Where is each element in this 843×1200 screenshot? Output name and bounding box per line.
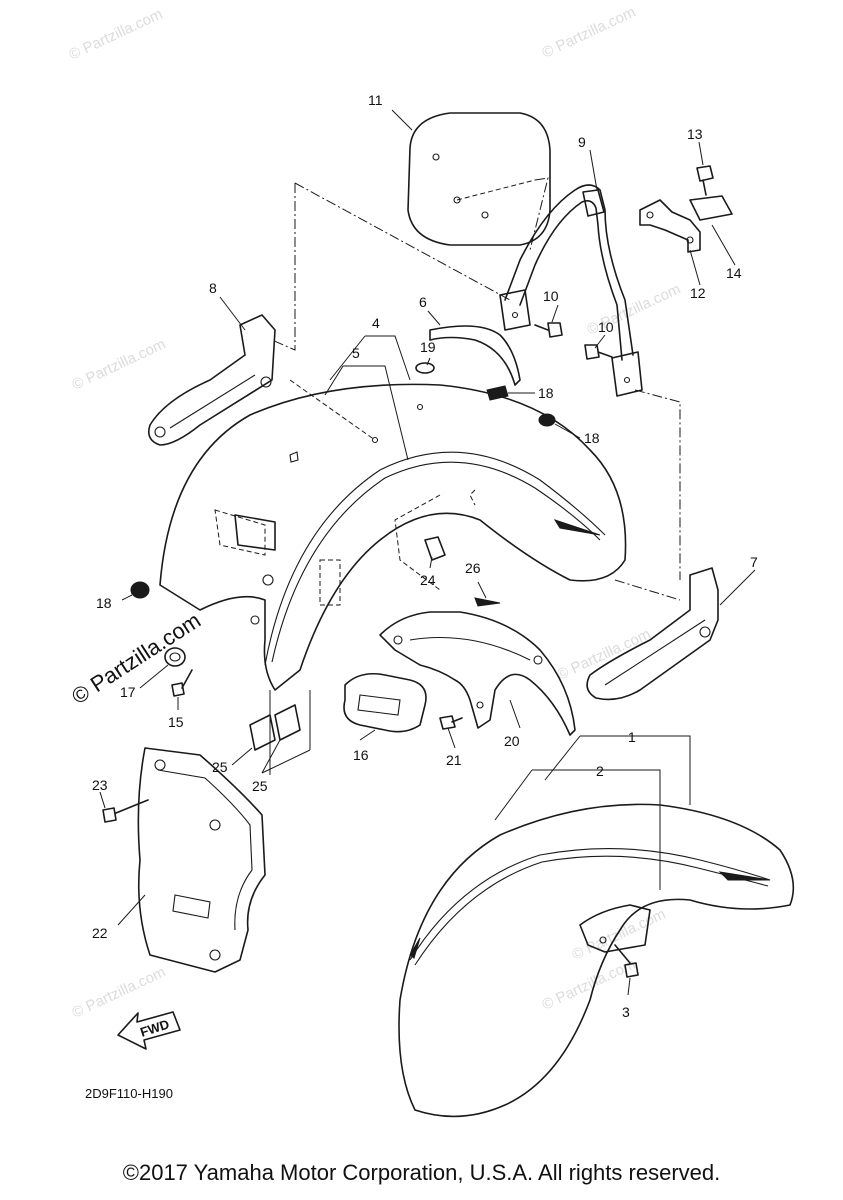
bolt bbox=[584, 344, 613, 360]
callout-18a: 18 bbox=[538, 385, 554, 401]
callout-10b: 10 bbox=[598, 319, 614, 335]
watermark: © Partzilla.com bbox=[67, 6, 166, 64]
callout-25b: 25 bbox=[252, 778, 268, 794]
callout-23: 23 bbox=[92, 777, 108, 793]
watermark: © Partzilla.com bbox=[555, 626, 654, 684]
callout-24: 24 bbox=[420, 572, 436, 588]
callout-10a: 10 bbox=[543, 288, 559, 304]
bolt bbox=[534, 322, 563, 338]
front-fender bbox=[398, 803, 795, 1118]
reference-code: 2D9F110-H190 bbox=[85, 1086, 173, 1101]
callout-19: 19 bbox=[420, 339, 436, 355]
callout-20: 20 bbox=[504, 733, 520, 749]
rear-fender bbox=[159, 379, 627, 691]
watermark: © Partzilla.com bbox=[70, 964, 169, 1022]
stripe-decal bbox=[429, 325, 521, 386]
bolt bbox=[171, 669, 193, 697]
fwd-arrow-icon: FWD bbox=[117, 1011, 181, 1050]
watermark: © Partzilla.com bbox=[540, 4, 639, 62]
callout-6: 6 bbox=[419, 294, 427, 310]
bracket bbox=[639, 199, 701, 253]
callout-18b: 18 bbox=[584, 430, 600, 446]
callout-17: 17 bbox=[120, 684, 136, 700]
mounting-lines bbox=[271, 177, 681, 601]
rubber-pad bbox=[689, 195, 733, 221]
washer bbox=[415, 362, 435, 374]
callout-13: 13 bbox=[687, 126, 703, 142]
leader-lines bbox=[99, 109, 756, 996]
plate bbox=[343, 672, 427, 733]
bolt bbox=[439, 715, 463, 730]
pad bbox=[249, 704, 301, 751]
callout-16: 16 bbox=[353, 747, 369, 763]
side-cover bbox=[137, 747, 266, 973]
callout-25a: 25 bbox=[212, 759, 228, 775]
callout-1: 1 bbox=[628, 729, 636, 745]
backrest-bar bbox=[499, 184, 643, 397]
decal bbox=[474, 597, 501, 607]
callout-26: 26 bbox=[465, 560, 481, 576]
grommet bbox=[164, 647, 186, 667]
callout-18c: 18 bbox=[96, 595, 112, 611]
watermark: © Partzilla.com bbox=[70, 336, 169, 394]
stay-left bbox=[147, 314, 276, 446]
bolt bbox=[102, 799, 149, 823]
callout-8: 8 bbox=[209, 280, 217, 296]
callouts: 1 2 3 4 5 6 7 8 9 10 10 11 12 13 14 15 1… bbox=[92, 92, 758, 1020]
grommet bbox=[130, 581, 150, 599]
callout-4: 4 bbox=[372, 315, 380, 331]
backrest-pad bbox=[407, 112, 551, 246]
callout-9: 9 bbox=[578, 134, 586, 150]
copyright-notice: ©2017 Yamaha Motor Corporation, U.S.A. A… bbox=[122, 1160, 721, 1185]
callout-5: 5 bbox=[352, 345, 360, 361]
callout-11: 11 bbox=[368, 92, 383, 108]
callout-3: 3 bbox=[622, 1004, 630, 1020]
inner-fender bbox=[379, 611, 576, 736]
callout-2: 2 bbox=[596, 763, 604, 779]
stay-right bbox=[586, 567, 719, 701]
callout-14: 14 bbox=[726, 265, 742, 281]
callout-12: 12 bbox=[690, 285, 706, 301]
bolt bbox=[614, 944, 639, 978]
clip bbox=[424, 536, 446, 561]
callout-21: 21 bbox=[446, 752, 462, 768]
callout-22: 22 bbox=[92, 925, 108, 941]
bolt bbox=[696, 165, 714, 196]
callout-7: 7 bbox=[750, 554, 758, 570]
callout-15: 15 bbox=[168, 714, 184, 730]
